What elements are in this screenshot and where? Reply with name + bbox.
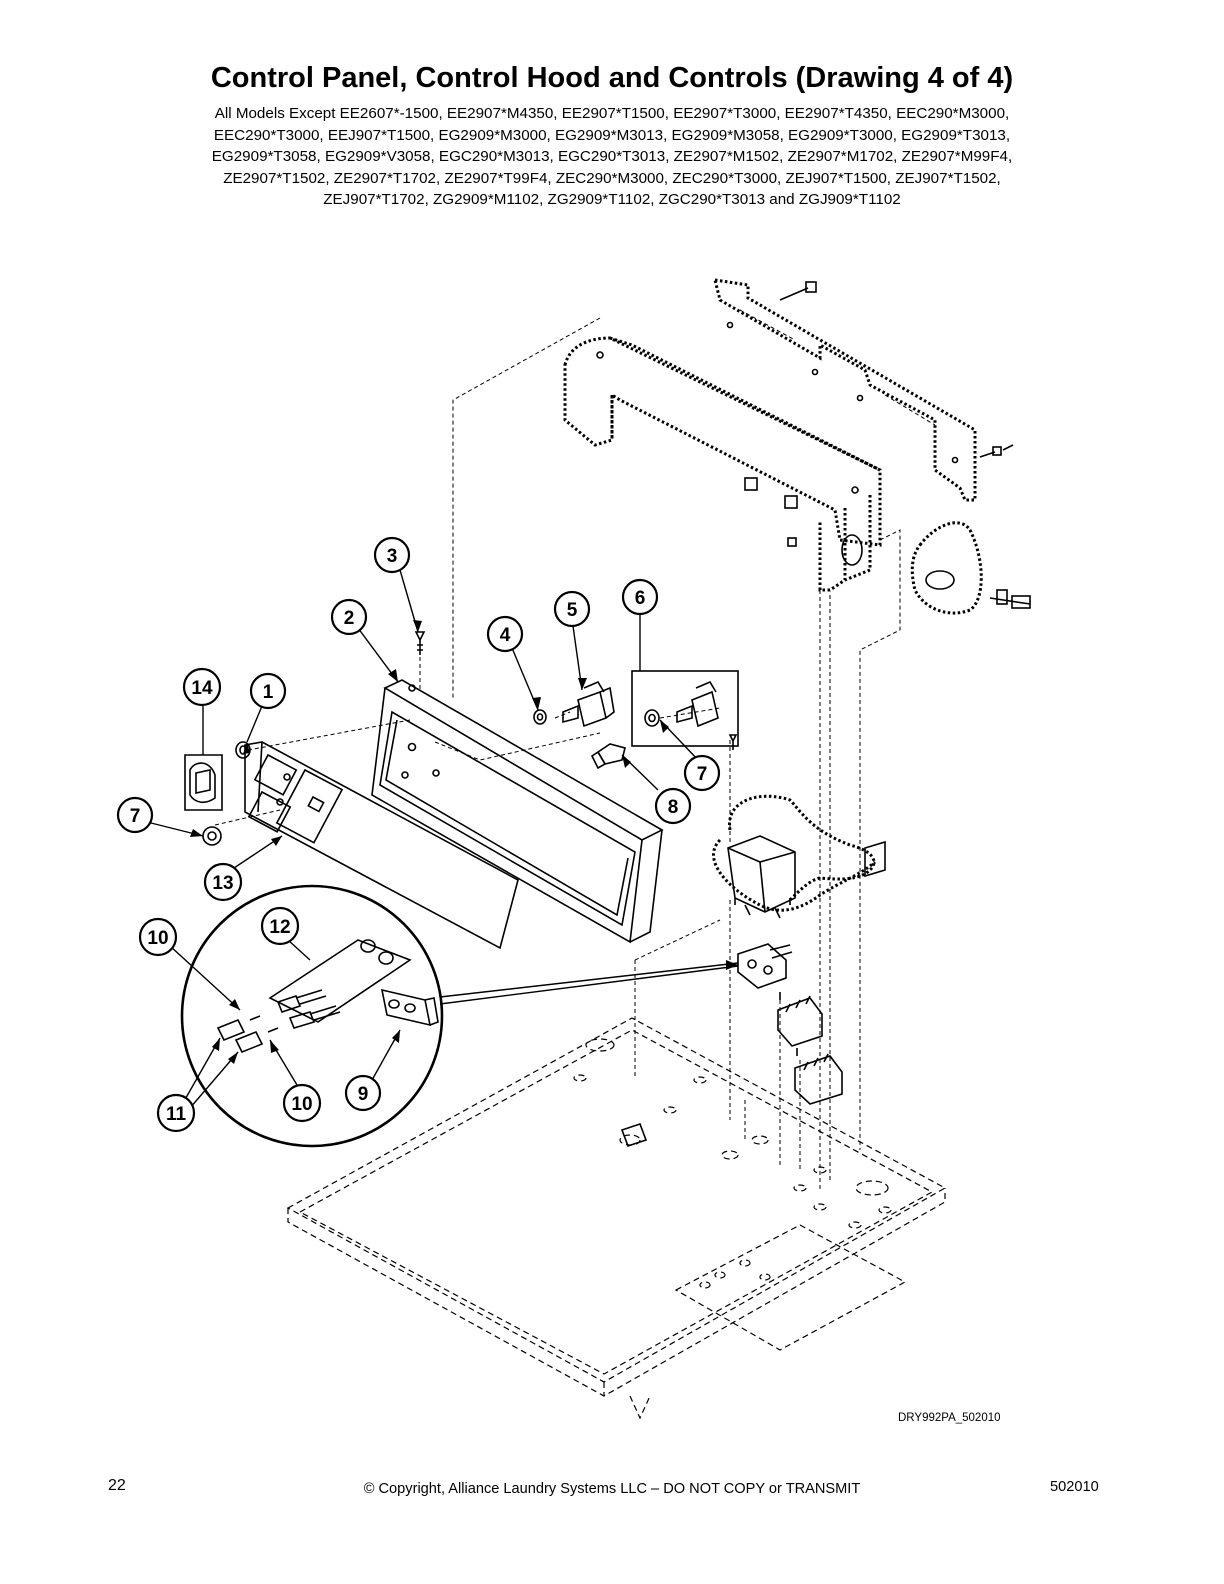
callout-5: 5 bbox=[553, 590, 591, 628]
callout-10-bottom: 10 bbox=[282, 1083, 322, 1123]
leader-lines bbox=[146, 569, 701, 1109]
terminal-blocks bbox=[620, 943, 843, 1148]
hood-screws bbox=[744, 281, 1014, 547]
callout-10-top: 10 bbox=[138, 917, 178, 957]
right-plate bbox=[910, 521, 1031, 615]
svg-text:7: 7 bbox=[697, 764, 708, 785]
svg-text:5: 5 bbox=[567, 600, 578, 621]
arrowheads bbox=[190, 620, 738, 1064]
callout-3: 3 bbox=[373, 536, 411, 574]
guide-lines bbox=[214, 317, 901, 1190]
svg-text:1: 1 bbox=[263, 682, 274, 703]
copyright-notice: © Copyright, Alliance Laundry Systems LL… bbox=[363, 1481, 861, 1497]
callout-2: 2 bbox=[330, 598, 368, 636]
callout-12: 12 bbox=[260, 906, 300, 946]
drawing-id: DRY992PA_502010 bbox=[898, 1412, 1001, 1424]
svg-text:6: 6 bbox=[635, 588, 646, 609]
subtitle-line: ZE2907*T1502, ZE2907*T1702, ZE2907*T99F4… bbox=[223, 169, 1001, 187]
screw-3 bbox=[414, 631, 426, 655]
control-panel bbox=[371, 679, 664, 944]
svg-text:2: 2 bbox=[344, 608, 355, 629]
subtitle-line: EEC290*T3000, EEJ907*T1500, EG2909*M3000… bbox=[213, 126, 1011, 144]
page-title: Control Panel, Control Hood and Controls… bbox=[210, 62, 1014, 94]
nut-7-left bbox=[202, 826, 222, 846]
callout-11: 11 bbox=[156, 1093, 196, 1133]
control-hood bbox=[563, 336, 882, 592]
svg-text:14: 14 bbox=[191, 678, 213, 699]
detail-view bbox=[180, 884, 739, 1148]
callout-13: 13 bbox=[203, 862, 243, 902]
svg-text:8: 8 bbox=[668, 797, 679, 818]
callout-1: 1 bbox=[249, 672, 287, 710]
page-number: 22 bbox=[108, 1477, 126, 1494]
svg-text:4: 4 bbox=[500, 625, 511, 646]
knob-14 bbox=[184, 754, 223, 811]
svg-text:11: 11 bbox=[166, 1104, 187, 1125]
callout-7-left: 7 bbox=[116, 796, 154, 834]
subtitle-line: ZEJ907*T1702, ZG2909*M1102, ZG2909*T1102… bbox=[323, 191, 901, 209]
cabinet-top-outline bbox=[286, 1017, 947, 1420]
callout-9: 9 bbox=[344, 1074, 382, 1112]
washer-4 bbox=[533, 709, 547, 725]
document-code: 502010 bbox=[1050, 1479, 1099, 1495]
model-exceptions: All Models Except EE2607*-1500, EE2907*M… bbox=[0, 103, 1224, 211]
transformer-harness bbox=[712, 794, 886, 919]
callout-14: 14 bbox=[182, 667, 222, 707]
callout-7-right: 7 bbox=[683, 754, 721, 792]
svg-text:7: 7 bbox=[130, 806, 141, 827]
svg-text:12: 12 bbox=[269, 917, 290, 938]
back-bracket bbox=[712, 278, 977, 502]
svg-text:10: 10 bbox=[291, 1094, 312, 1115]
transformer-screw bbox=[728, 734, 738, 750]
svg-text:10: 10 bbox=[147, 928, 168, 949]
switch-6 bbox=[631, 670, 739, 747]
subtitle-line: All Models Except EE2607*-1500, EE2907*M… bbox=[214, 105, 1010, 122]
switch-5 bbox=[562, 680, 615, 728]
callout-6: 6 bbox=[621, 578, 659, 616]
indicator-8 bbox=[590, 743, 626, 770]
overlay-graphic bbox=[244, 741, 519, 950]
subtitle-line: EG2909*T3058, EG2909*V3058, EGC290*M3013… bbox=[211, 148, 1013, 166]
svg-text:13: 13 bbox=[212, 873, 233, 894]
callout-4: 4 bbox=[486, 615, 524, 653]
svg-text:9: 9 bbox=[358, 1084, 369, 1105]
callout-8: 8 bbox=[654, 787, 692, 825]
svg-text:3: 3 bbox=[387, 546, 398, 567]
